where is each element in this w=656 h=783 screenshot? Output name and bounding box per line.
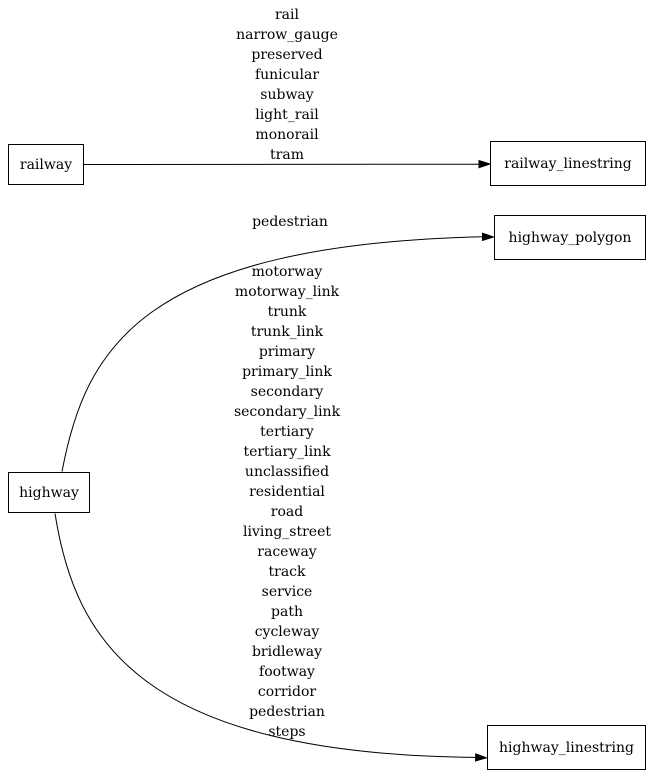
- edge-label-railway-to-railway-linestring: rail narrow_gauge preserved funicular su…: [236, 7, 338, 163]
- edge-label-highway-to-highway-polygon: pedestrian: [252, 214, 328, 230]
- node-highway: highway: [8, 472, 90, 513]
- arrowhead-highway-linestring-icon: [474, 753, 489, 762]
- edge-highway-to-highway-polygon: [61, 236, 483, 472]
- node-railway: railway: [8, 144, 84, 185]
- node-highway-polygon: highway_polygon: [494, 215, 646, 260]
- arrowhead-highway-polygon-icon: [482, 232, 496, 242]
- arrowhead-railway-linestring-icon: [478, 159, 492, 169]
- node-railway-linestring: railway_linestring: [490, 141, 646, 186]
- node-highway-linestring: highway_linestring: [487, 725, 646, 770]
- edge-label-highway-to-highway-linestring: motorway motorway_link trunk trunk_link …: [233, 264, 341, 740]
- edge-highway-to-highway-linestring: [54, 513, 476, 758]
